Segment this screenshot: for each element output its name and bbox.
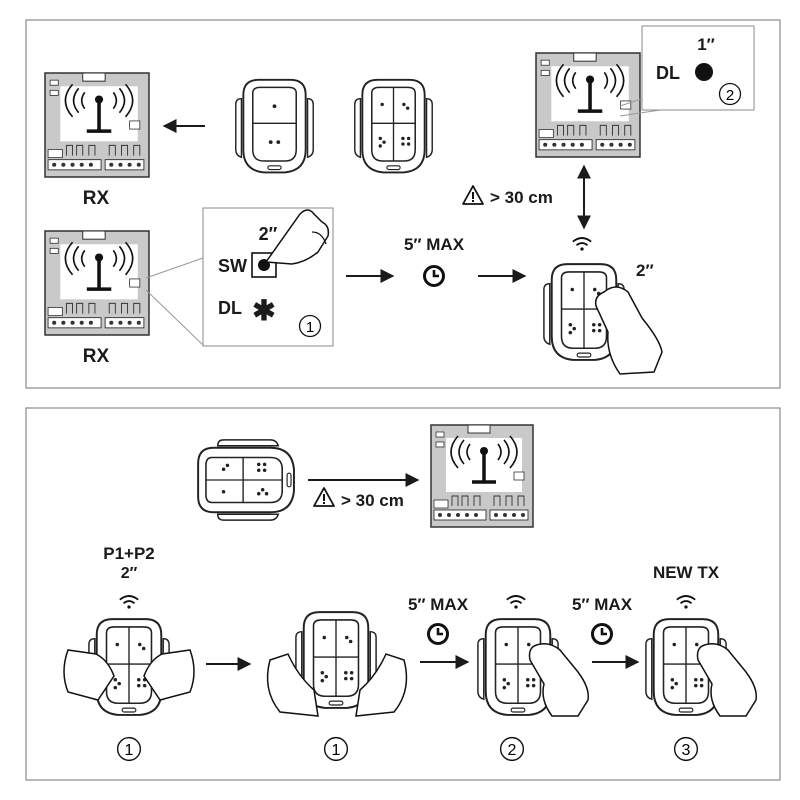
- step-number: 1: [306, 319, 314, 336]
- sw-press-time: 2″: [259, 224, 278, 244]
- hand-icon: [63, 649, 115, 701]
- bottom-panel-frame: [25, 407, 781, 781]
- max-time-label: 5″ MAX: [404, 235, 465, 254]
- sw-label: SW: [218, 256, 247, 276]
- step-number: 3: [682, 742, 691, 759]
- hand-icon: [355, 653, 408, 717]
- combo-time: 2″: [121, 565, 138, 582]
- step-number: 1: [332, 742, 341, 759]
- clock-icon: [591, 623, 613, 645]
- hand-icon: [696, 643, 758, 717]
- rx-label: RX: [83, 188, 110, 209]
- dl-on-time: 1″: [697, 35, 715, 54]
- step-number: 2: [726, 87, 734, 104]
- receiver-board-icon: [44, 72, 150, 178]
- remote-4-button-icon: [353, 78, 434, 174]
- clock-icon: [427, 623, 449, 645]
- hand-icon: [528, 643, 590, 717]
- hand-icon: [266, 653, 319, 717]
- new-tx-label: NEW TX: [653, 563, 720, 582]
- rx-label: RX: [83, 346, 110, 367]
- clock-icon: [423, 265, 445, 287]
- max-time-label: 5″ MAX: [572, 595, 633, 614]
- remote-2-button-icon: [234, 78, 315, 174]
- press-time: 2″: [636, 261, 654, 280]
- max-time-label: 5″ MAX: [408, 595, 469, 614]
- dl-label: DL: [218, 298, 242, 318]
- hand-icon: [594, 286, 663, 375]
- dl-blink-icon: ✱: [252, 295, 275, 326]
- dl-label: DL: [656, 63, 680, 83]
- hand-icon: [264, 209, 330, 265]
- hand-icon: [143, 649, 195, 701]
- receiver-board-icon: [430, 424, 534, 528]
- distance-label: > 30 cm: [341, 491, 404, 510]
- button-combo-label: P1+P2: [103, 544, 155, 563]
- distance-label: > 30 cm: [490, 188, 553, 207]
- receiver-board-icon: [44, 230, 150, 336]
- step-number: 2: [508, 742, 517, 759]
- step-number: 1: [125, 742, 134, 759]
- dl-led-icon: [695, 63, 713, 81]
- remote-4-button-icon: [197, 438, 295, 522]
